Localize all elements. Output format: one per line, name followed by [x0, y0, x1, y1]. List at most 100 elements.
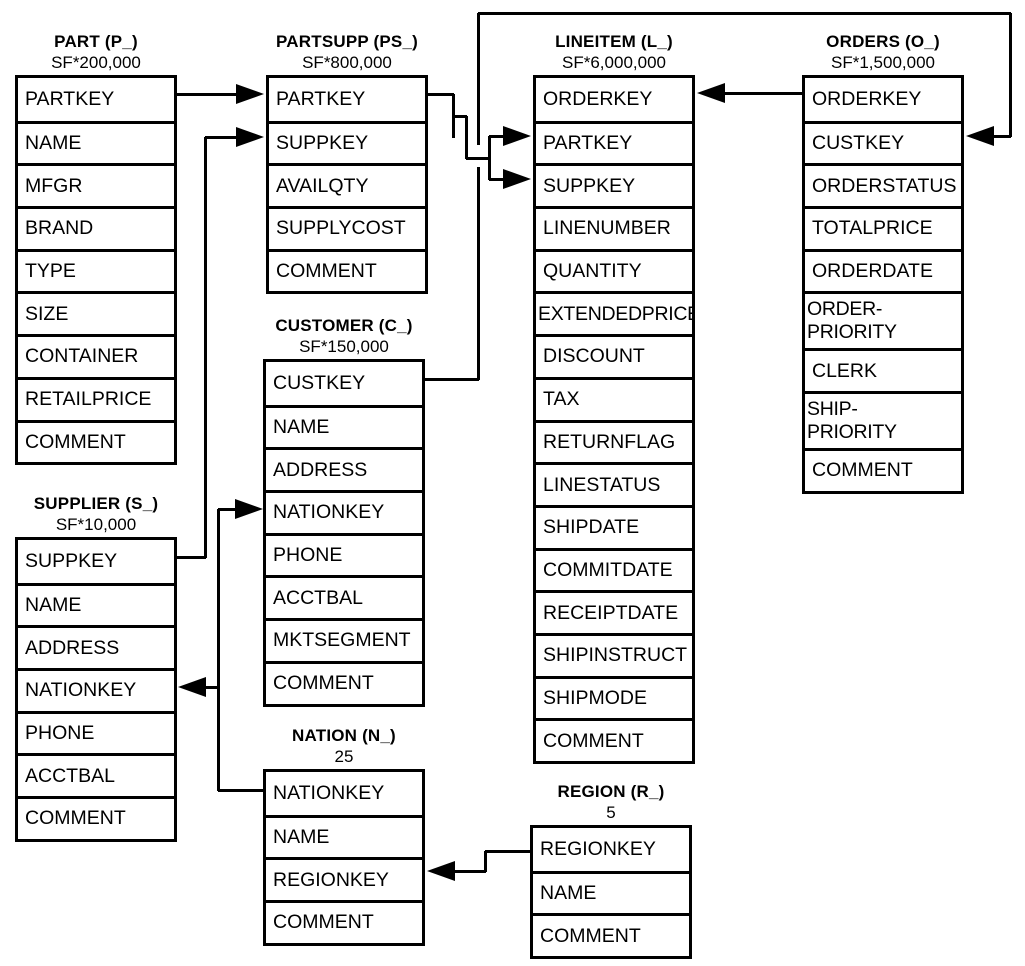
lineitem-field-partkey: PARTKEY [536, 120, 692, 164]
connector-line [466, 156, 490, 160]
lineitem-field-shipdate: SHIPDATE [536, 504, 692, 548]
part-field-name: NAME [18, 120, 174, 164]
connector-line [451, 94, 455, 138]
customer-field-custkey: CUSTKEY [273, 371, 366, 394]
partsupp-field-supplycost: SUPPLYCOST [269, 206, 425, 249]
orders-field-custkey: CUSTKEY [805, 120, 961, 164]
orders-field-totalprice: TOTALPRICE [805, 206, 961, 249]
fk-arrowhead [966, 126, 994, 146]
region-field-name: NAME [533, 870, 689, 914]
nation-table-title: NATION (N_) [292, 726, 396, 745]
connector-line [489, 134, 504, 138]
partsupp-field-comment: COMMENT [269, 248, 425, 292]
lineitem-field-shipmode: SHIPMODE [536, 675, 692, 719]
lineitem-field-quantity: QUANTITY [536, 248, 692, 292]
partsupp-field-availqty: AVAILQTY [269, 163, 425, 206]
orders-field-orderdate: ORDERDATE [805, 248, 961, 292]
lineitem-field-suppkey: SUPPKEY [536, 163, 692, 206]
connector-line [476, 167, 480, 380]
lineitem-cardinality: SF*6,000,000 [562, 53, 666, 72]
region-field-regionkey: REGIONKEY [540, 837, 656, 860]
part-field-size: SIZE [18, 291, 174, 334]
supplier-field-comment: COMMENT [18, 796, 174, 839]
lineitem-field-discount: DISCOUNT [536, 334, 692, 377]
connector-line [1008, 13, 1012, 137]
part-field-container: CONTAINER [18, 334, 174, 377]
connector-line [483, 851, 487, 872]
connector-line [177, 92, 236, 96]
lineitem-field-comment: COMMENT [536, 718, 692, 761]
fk-arrowhead [236, 127, 264, 147]
supplier-field-phone: PHONE [18, 710, 174, 754]
part-field-retailprice: RETAILPRICE [18, 376, 174, 420]
fk-arrowhead [235, 499, 263, 519]
orders-field-orderstatus: ORDERSTATUS [805, 163, 961, 206]
supplier-field-nationkey: NATIONKEY [18, 668, 174, 711]
connector-line [218, 788, 263, 792]
partsupp-field-suppkey: SUPPKEY [269, 120, 425, 164]
supplier-field-address: ADDRESS [18, 625, 174, 668]
part-field-type: TYPE [18, 248, 174, 292]
customer-field-nationkey: NATIONKEY [266, 490, 422, 533]
supplier-cardinality: SF*10,000 [55, 515, 137, 534]
fk-arrowhead [503, 126, 531, 146]
fk-arrowhead [697, 83, 725, 103]
nation-field-name: NAME [266, 814, 422, 858]
lineitem-field-tax: TAX [536, 376, 692, 420]
partsupp-table-title: PARTSUPP (PS_) [276, 32, 418, 51]
connector-line [487, 136, 491, 180]
customer-field-address: ADDRESS [266, 447, 422, 490]
lineitem-field-commitdate: COMMITDATE [536, 547, 692, 591]
connector-line [216, 509, 220, 791]
connector-line [464, 116, 468, 159]
part-field-brand: BRAND [18, 206, 174, 249]
orders-field-order-priority: ORDER- PRIORITY [805, 291, 961, 348]
connector-line [218, 507, 236, 511]
part-field-partkey: PARTKEY [25, 87, 115, 110]
customer-field-acctbal: ACCTBAL [266, 575, 422, 618]
region-cardinality: 5 [606, 803, 616, 822]
customer-field-comment: COMMENT [266, 660, 422, 704]
orders-field-comment: COMMENT [805, 448, 961, 491]
connector-line [203, 137, 207, 558]
customer-table-title: CUSTOMER (C_) [275, 316, 413, 335]
connector-line [453, 869, 486, 873]
lineitem-field-linenumber: LINENUMBER [536, 206, 692, 249]
supplier-field-name: NAME [18, 582, 174, 626]
connector-line [204, 685, 219, 689]
orders-table-title: ORDERS (O_) [826, 32, 940, 51]
connector-line [485, 849, 530, 853]
orders-cardinality: SF*1,500,000 [831, 53, 935, 72]
partsupp-field-partkey: PARTKEY [276, 87, 366, 110]
lineitem-field-receiptdate: RECEIPTDATE [536, 590, 692, 633]
lineitem-field-extendedprice: EXTENDEDPRICE [536, 291, 692, 334]
customer-cardinality: SF*150,000 [299, 337, 389, 356]
part-field-mfgr: MFGR [18, 163, 174, 206]
lineitem-field-shipinstruct: SHIPINSTRUCT [536, 632, 692, 676]
orders-field-orderkey: ORDERKEY [812, 87, 922, 110]
lineitem-field-orderkey: ORDERKEY [543, 87, 653, 110]
orders-field-clerk: CLERK [805, 348, 961, 391]
customer-field-mktsegment: MKTSEGMENT [266, 618, 422, 661]
customer-field-name: NAME [266, 404, 422, 448]
fk-arrowhead [427, 861, 455, 881]
part-field-comment: COMMENT [18, 419, 174, 463]
partsupp-cardinality: SF*800,000 [302, 53, 392, 72]
supplier-field-acctbal: ACCTBAL [18, 753, 174, 796]
part-cardinality: SF*200,000 [51, 53, 141, 72]
connector-line [489, 177, 504, 181]
